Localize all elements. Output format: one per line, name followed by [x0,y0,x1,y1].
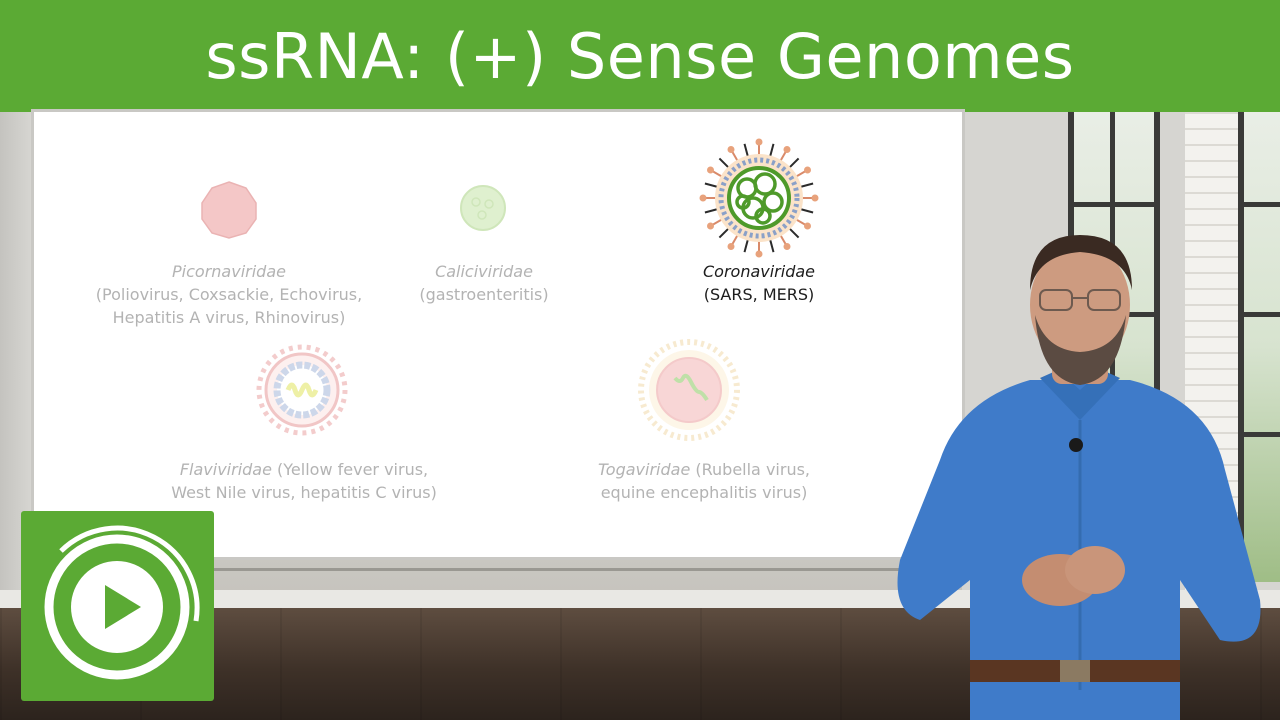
screen-rail [210,568,910,571]
virus-family-label: Picornaviridae [172,262,286,281]
virus-flaviviridae: Flaviviridae (Yellow fever virus, West N… [144,458,464,504]
baseboard [0,590,1280,612]
studio-window-right [1238,112,1280,582]
flavivirus-icon [256,344,348,436]
presenter [897,235,1261,720]
virus-line-1: Togaviridae (Rubella virus, [554,458,854,481]
virus-examples: (Poliovirus, Coxsackie, Echovirus, [95,285,363,304]
page-title: ssRNA: (+) Sense Genomes [205,19,1075,93]
virus-family-label: Togaviridae [598,460,691,479]
virus-examples-2: West Nile virus, hepatitis C virus) [171,483,437,502]
virus-examples-2: Hepatitis A virus, Rhinovirus) [112,308,346,327]
virus-examples: (Rubella virus, [690,460,810,479]
coronavirus-icon [699,138,819,258]
virus-family-label: Caliciviridae [435,262,533,281]
virus-examples: (gastroenteritis) [419,285,549,304]
virus-coronaviridae: Coronaviridae (SARS, MERS) [664,260,854,306]
play-logo-icon [44,525,200,680]
virus-family-label: Flaviviridae [179,460,272,479]
virus-togaviridae: Togaviridae (Rubella virus, equine encep… [554,458,854,504]
title-bar: ssRNA: (+) Sense Genomes [0,0,1280,112]
virus-examples: (Yellow fever virus, [271,460,429,479]
picornavirus-icon [201,181,257,239]
brand-logo [21,511,214,701]
calicivirus-icon [460,185,506,231]
virus-caliciviridae: Caliciviridae (gastroenteritis) [394,260,574,306]
virus-examples-2: equine encephalitis virus) [600,483,808,502]
presentation-screen: Picornaviridae (Poliovirus, Coxsackie, E… [34,112,962,557]
virus-line-1: Flaviviridae (Yellow fever virus, [144,458,464,481]
virus-family-label: Coronaviridae [702,262,815,281]
virus-picornaviridae: Picornaviridae (Poliovirus, Coxsackie, E… [64,260,394,329]
togavirus-icon [638,339,740,441]
virus-examples: (SARS, MERS) [703,285,815,304]
